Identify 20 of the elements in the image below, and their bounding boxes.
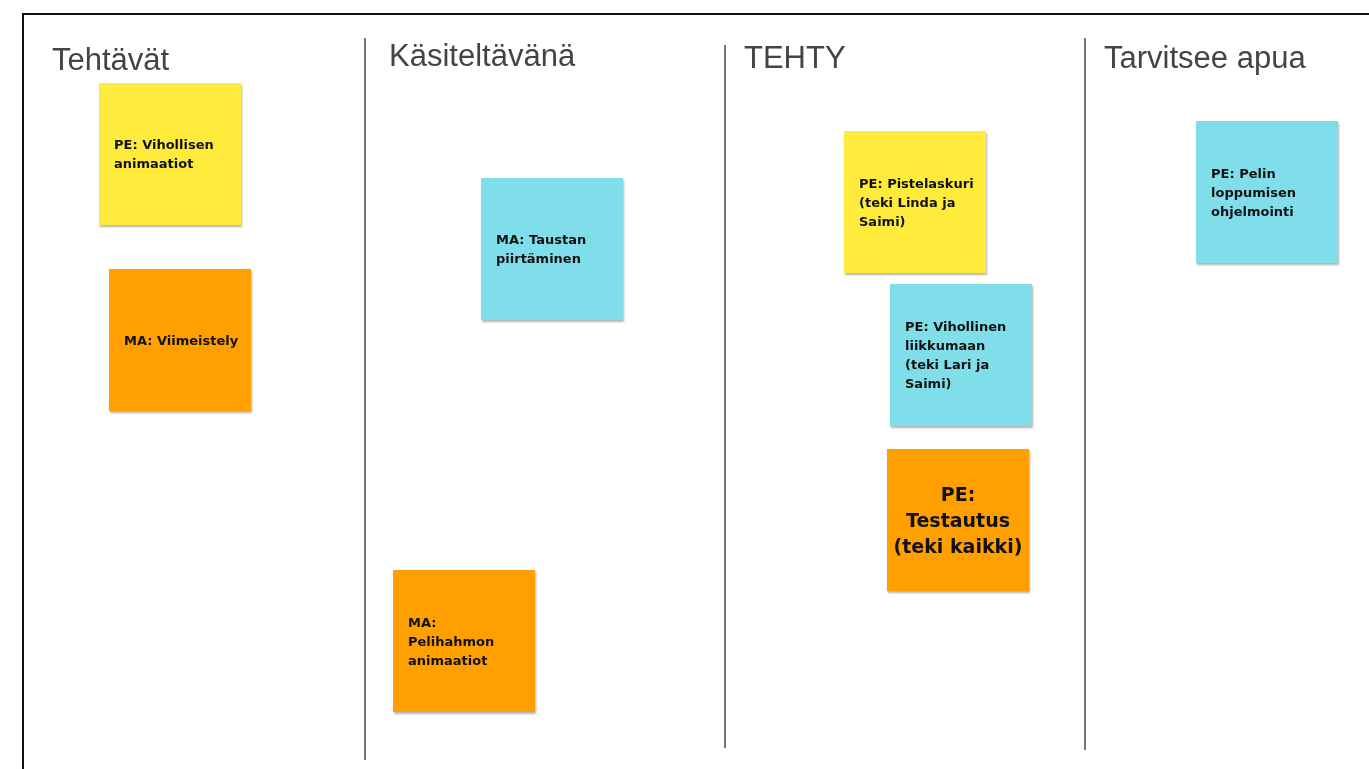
note-text: MA: Viimeistely bbox=[124, 331, 239, 350]
note-text: PE: Pistelaskuri (teki Linda ja Saimi) bbox=[859, 174, 974, 231]
sticky-note bbox=[481, 178, 623, 320]
note-text: PE: Testautus (teki kaikki) bbox=[893, 482, 1023, 559]
note-text: MA: Pelihahmon animaatiot bbox=[408, 613, 496, 670]
column-heading: Käsiteltävänä bbox=[389, 38, 576, 74]
column-heading: TEHTY bbox=[744, 40, 846, 76]
sticky-note bbox=[99, 83, 241, 225]
sticky-note bbox=[109, 269, 251, 411]
note-text: PE: Pelin loppumisen ohjelmointi bbox=[1211, 164, 1298, 221]
column-heading: Tehtävät bbox=[52, 42, 170, 78]
note-text: PE: Vihollisen animaatiot bbox=[114, 136, 215, 173]
note-text: MA: Taustan piirtäminen bbox=[496, 231, 588, 268]
sticky-note bbox=[890, 284, 1032, 426]
sticky-note bbox=[393, 570, 535, 712]
sticky-note bbox=[887, 449, 1029, 591]
sticky-note bbox=[1196, 121, 1338, 263]
note-text: PE: Vihollinen liikkumaan (teki Lari ja Saimi) bbox=[905, 318, 1008, 393]
column-heading: Tarvitsee apua bbox=[1104, 40, 1306, 76]
sticky-note bbox=[844, 131, 986, 273]
